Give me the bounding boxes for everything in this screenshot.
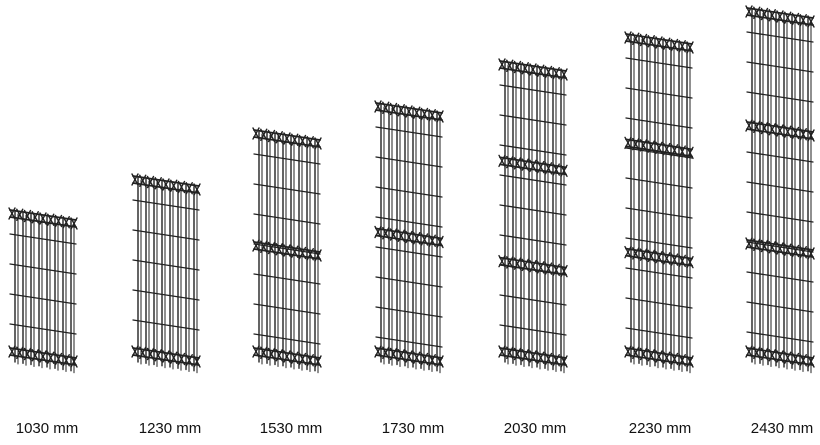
panel-label-1030: 1030 mm [15,420,79,437]
fence-panel-4 [374,100,444,374]
panel-label-1230: 1230 mm [138,420,202,437]
panel-label-2030: 2030 mm [503,420,567,437]
fence-panel-1 [8,207,78,374]
fence-panel-7 [745,5,815,374]
fence-panel-3 [252,127,322,374]
panel-label-2230: 2230 mm [628,420,692,437]
panel-label-2430: 2430 mm [750,420,814,437]
fence-panel-5 [498,58,568,374]
panel-label-1530: 1530 mm [259,420,323,437]
fence-panel-2 [131,173,201,374]
fence-panel-6 [624,31,694,374]
panel-label-1730: 1730 mm [381,420,445,437]
